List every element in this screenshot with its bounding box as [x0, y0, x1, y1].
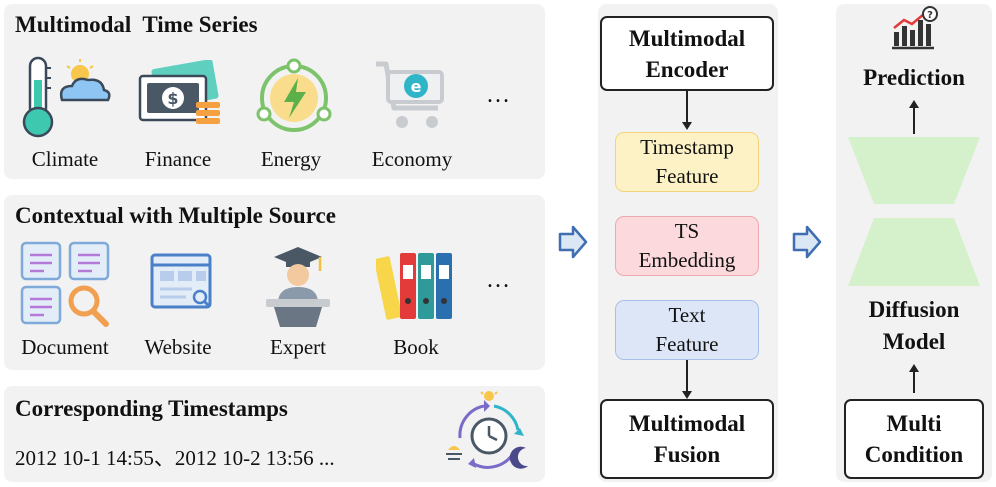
more-ellipsis: … [486, 267, 512, 293]
website-icon [150, 253, 212, 309]
prediction-label: Prediction [863, 65, 965, 90]
money-icon: $ [138, 60, 220, 124]
thermometer-cloud-icon [22, 56, 111, 138]
chart-question-icon: ? [892, 6, 938, 50]
expert-icon [266, 247, 330, 327]
caption-climate: Climate [31, 147, 99, 171]
caption-economy: Economy [371, 147, 453, 171]
more-ellipsis: … [486, 82, 512, 108]
caption-energy: Energy [260, 147, 322, 171]
diffusion-model-label: Diffusion Model [868, 297, 960, 354]
caption-expert: Expert [270, 335, 326, 359]
diffusion-structure [848, 100, 980, 393]
caption-document: Document [21, 335, 109, 359]
svg-text:?: ? [927, 10, 933, 21]
caption-website: Website [144, 335, 212, 359]
energy-icon [256, 58, 332, 132]
svg-text:e: e [411, 77, 422, 96]
document-search-icon [20, 241, 110, 327]
timestamps-panel: Corresponding Timestamps 2012 10-1 14:55… [4, 386, 545, 482]
context-title: Contextual with Multiple Source [15, 203, 336, 228]
binders-icon [376, 253, 452, 320]
right-arrow-icon [792, 225, 822, 259]
encoder-flow-arrows [682, 91, 692, 399]
time-series-panel: Multimodal Time Series $ [4, 4, 545, 179]
right-arrow-icon [558, 225, 588, 259]
svg-text:$: $ [167, 89, 178, 108]
timestamps-text: 2012 10-1 14:55、2012 10-2 13:56 ... [15, 446, 335, 470]
day-night-clock-icon [446, 391, 528, 469]
time-series-title: Multimodal Time Series [15, 12, 258, 37]
caption-book: Book [393, 335, 439, 359]
shopping-cart-icon: e [376, 61, 444, 128]
caption-finance: Finance [144, 147, 212, 171]
timestamps-title: Corresponding Timestamps [15, 396, 288, 421]
context-panel: Contextual with Multiple Source [4, 195, 545, 370]
